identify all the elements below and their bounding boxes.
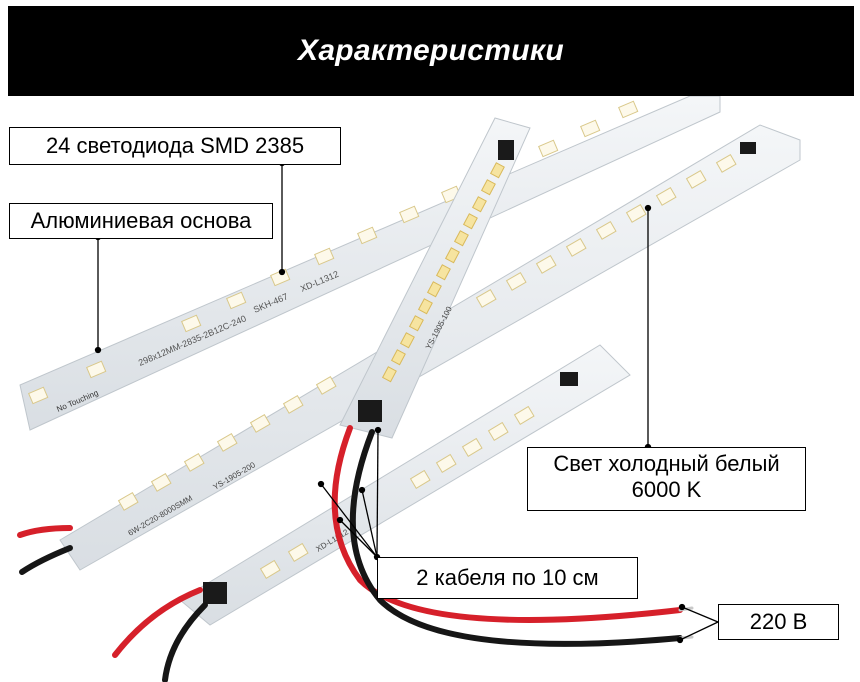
led-board-diagonal: YS-1905-100 bbox=[339, 117, 531, 439]
led-strips-photo: 298x12MM-2835-2B12C-240 SKH-467 XD-L1312… bbox=[17, 96, 801, 682]
page-title: Характеристики bbox=[298, 34, 564, 67]
wires-left bbox=[17, 525, 208, 682]
callout-base: Алюминиевая основа bbox=[9, 203, 273, 239]
header-bar: Характеристики bbox=[8, 6, 854, 96]
led-board-small: XD-L1312 bbox=[179, 344, 631, 626]
callout-light-line1: Свет холодный белый bbox=[553, 451, 780, 476]
callout-voltage: 220 В bbox=[718, 604, 839, 640]
callout-cables: 2 кабеля по 10 см bbox=[377, 557, 638, 599]
callout-light: Свет холодный белый 6000 K bbox=[527, 447, 806, 511]
callout-leds: 24 светодиода SMD 2385 bbox=[9, 127, 341, 165]
callout-light-line2: 6000 K bbox=[631, 477, 702, 503]
